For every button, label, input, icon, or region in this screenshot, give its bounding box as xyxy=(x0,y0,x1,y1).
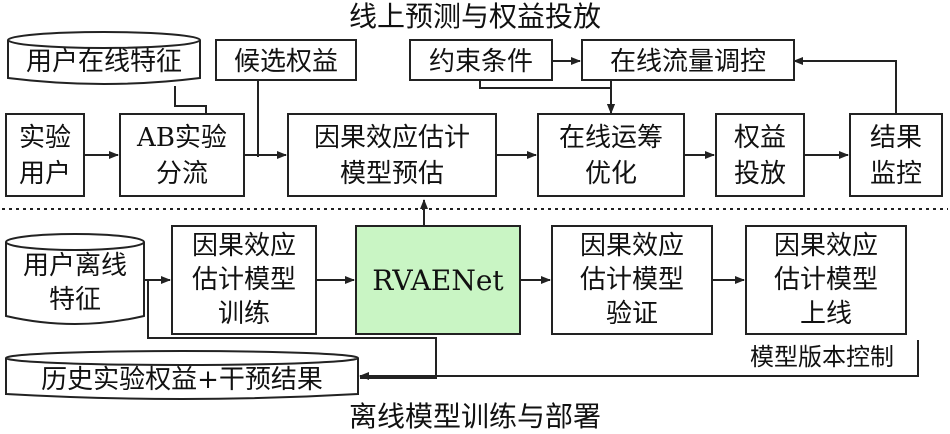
model-train-line2: 估计模型 xyxy=(192,265,296,295)
monitor-line2: 监控 xyxy=(870,159,922,189)
ab-split-line1: AB实验 xyxy=(136,123,227,153)
version-control-label: 模型版本控制 xyxy=(750,343,894,371)
exp-users-line1: 实验 xyxy=(19,123,71,153)
candidate-rights-box xyxy=(215,39,357,81)
constraints-label: 约束条件 xyxy=(429,47,533,77)
model-verify-line2: 估计模型 xyxy=(580,265,684,295)
exp-users-box xyxy=(5,113,85,197)
model-verify-line3: 验证 xyxy=(606,299,658,329)
model-verify-box xyxy=(551,225,713,335)
monitor-line1: 结果 xyxy=(870,123,922,153)
online-user-features-db: 用户在线特征 xyxy=(7,31,201,85)
connectors xyxy=(84,57,919,380)
model-online-line2: 估计模型 xyxy=(774,265,878,295)
rights-delivery-line1: 权益 xyxy=(734,123,786,153)
online-control-box xyxy=(581,39,795,81)
offline-user-features-db: 用户离线 特征 xyxy=(5,233,145,325)
model-train-box xyxy=(171,225,317,335)
offline-section-title: 离线模型训练与部署 xyxy=(349,400,601,433)
rvaenet-box xyxy=(355,225,521,335)
model-train-line1: 因果效应 xyxy=(192,231,296,261)
rvaenet-label: RVAENet xyxy=(372,264,504,297)
ab-split-line2: 分流 xyxy=(156,159,208,189)
history-label: 历史实验权益+干预结果 xyxy=(41,365,323,395)
online-control-label: 在线流量调控 xyxy=(610,47,766,77)
model-train-line3: 训练 xyxy=(218,299,270,329)
model-verify-line1: 因果效应 xyxy=(580,231,684,261)
monitor-box xyxy=(849,113,943,197)
model-online-line1: 因果效应 xyxy=(774,231,878,261)
online-opt-line1: 在线运筹 xyxy=(559,123,663,153)
ab-split-box xyxy=(119,113,245,197)
model-online-box xyxy=(745,225,907,335)
model-predict-line2: 模型预估 xyxy=(340,159,444,189)
model-online-line3: 上线 xyxy=(800,299,852,329)
candidate-rights-label: 候选权益 xyxy=(234,47,338,77)
history-db: 历史实验权益+干预结果 xyxy=(5,350,359,400)
online-opt-line2: 优化 xyxy=(585,159,637,189)
offline-features-line2: 特征 xyxy=(49,285,101,315)
model-predict-line1: 因果效应估计 xyxy=(314,123,470,153)
rights-delivery-box xyxy=(715,113,805,197)
online-opt-box xyxy=(537,113,685,197)
model-predict-box xyxy=(287,113,497,197)
online-section-title: 线上预测与权益投放 xyxy=(349,0,601,33)
constraints-box xyxy=(409,39,553,81)
offline-features-line1: 用户离线 xyxy=(23,251,127,281)
rights-delivery-line2: 投放 xyxy=(734,159,786,189)
online-user-features-label: 用户在线特征 xyxy=(26,47,182,77)
exp-users-line2: 用户 xyxy=(19,159,71,189)
